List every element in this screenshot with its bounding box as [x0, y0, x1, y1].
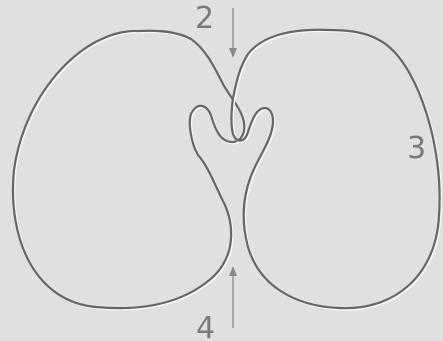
label-top: 2: [195, 1, 214, 36]
label-bottom: 4: [196, 311, 215, 341]
left-lobe-highlight: [14, 32, 245, 309]
left-lobe-outline: [13, 31, 244, 308]
right-lobe-outline: [232, 30, 440, 308]
top-arrow-head: [229, 48, 237, 58]
label-right: 3: [407, 131, 426, 166]
bottom-arrow-head: [229, 266, 237, 276]
